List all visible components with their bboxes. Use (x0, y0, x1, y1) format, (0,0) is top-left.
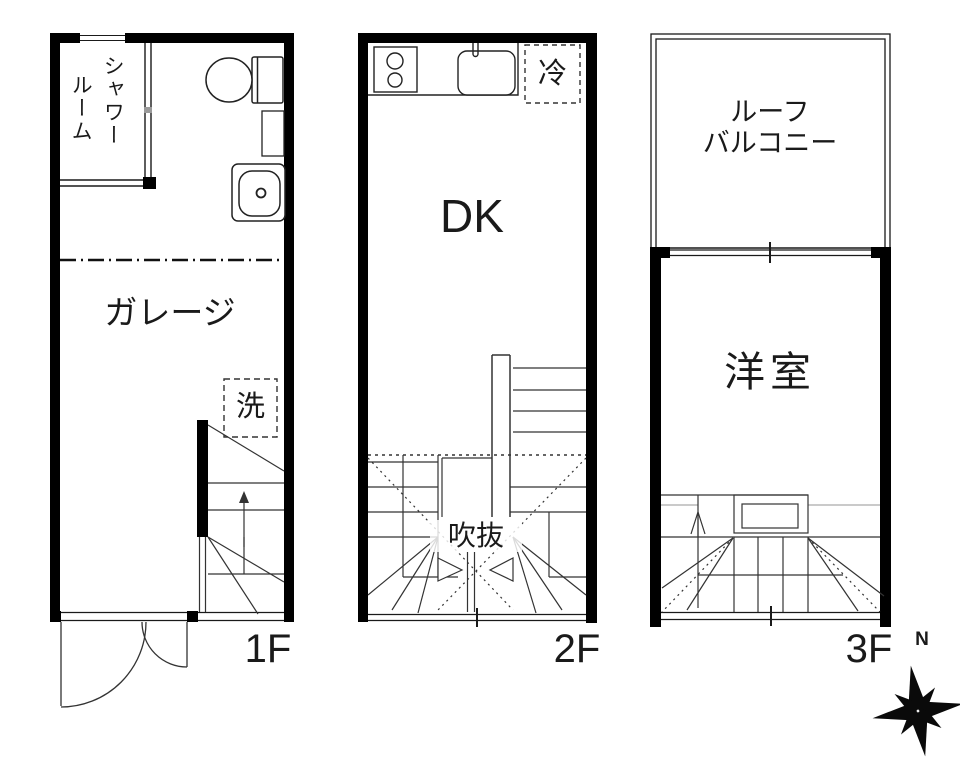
kitchen-counter (368, 43, 519, 96)
walls-2f (358, 33, 597, 623)
compass-rose (872, 665, 960, 757)
shower-room-label-line1: シャワー (101, 55, 125, 147)
floor-label-3f: 3F (845, 627, 893, 671)
window-2f-bottom (368, 608, 586, 627)
stairs-3f (661, 494, 885, 613)
walls-1f (50, 33, 294, 622)
window-1f-top (80, 35, 125, 41)
stove-icon (373, 46, 418, 93)
floor-3f-plan (650, 33, 891, 627)
roof-balcony-label-line1: ルーフ (730, 97, 810, 127)
fridge-box (524, 44, 581, 104)
floor-label-1f: 1F (244, 627, 292, 671)
roof-balcony-label-line2: バルコニー (702, 128, 838, 158)
compass-north-label: N (915, 629, 929, 650)
void-boundary (650, 242, 891, 263)
sink-icon (457, 43, 516, 96)
void-label: 吹抜 (430, 520, 522, 553)
dk-label: DK (440, 190, 504, 242)
laundry-box (223, 378, 278, 438)
laundry-label: 洗 (235, 391, 265, 423)
vanity-counter (261, 110, 285, 157)
garage-door (60, 621, 188, 708)
walls-3f (650, 247, 891, 627)
toilet-icon (205, 56, 284, 104)
stairs-2f (367, 354, 587, 614)
floor-label-2f: 2F (553, 627, 601, 671)
stairs-1f (197, 420, 285, 615)
floor-2f-plan (358, 33, 597, 627)
window-3f-bottom (661, 606, 880, 626)
western-room-label: 洋室 (724, 349, 816, 395)
garage-label: ガレージ (104, 294, 236, 331)
shower-room-label-line2: ルーム (69, 74, 93, 143)
shower-partition (60, 43, 156, 189)
floor-1f-plan (50, 33, 294, 708)
fridge-label: 冷 (537, 58, 567, 90)
washbasin-icon (231, 163, 286, 222)
garage-door-threshold (61, 611, 284, 622)
